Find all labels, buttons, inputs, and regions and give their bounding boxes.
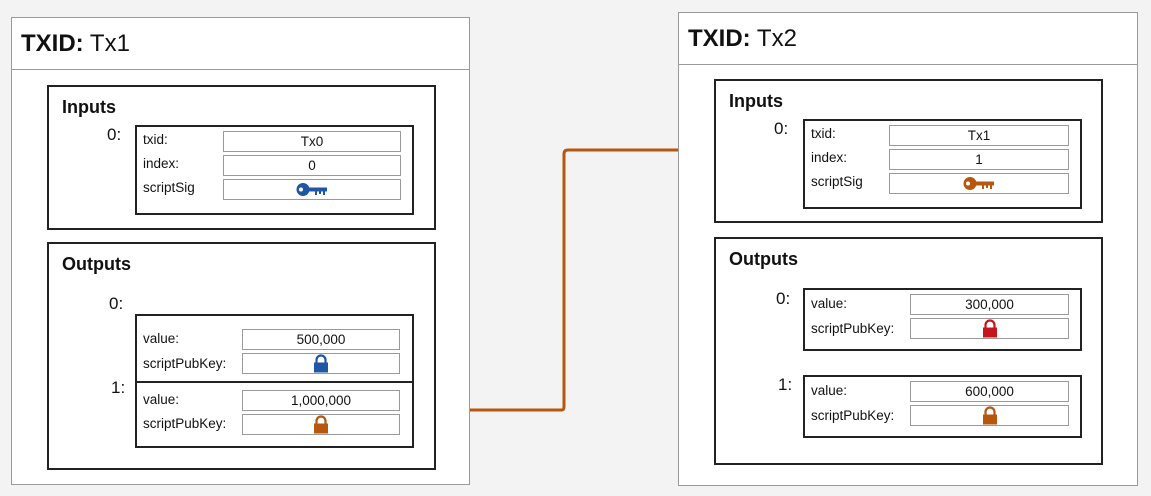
txid-field-label: txid: — [143, 132, 168, 147]
txid-value: Tx1 — [89, 30, 130, 57]
inputs-title: Inputs — [729, 91, 783, 111]
scriptpubkey-field-label: scriptPubKey: — [811, 321, 895, 336]
inputs-title: Inputs — [62, 97, 116, 117]
outputs-title: Outputs — [62, 254, 131, 274]
tx2-inputs-section: Inputs 0: txid: Tx1 index: 1 scriptSig — [714, 79, 1103, 223]
index-field-label: index: — [811, 150, 848, 165]
transaction-tx2: TXID: Tx2 Inputs 0: txid: Tx1 index: 1 s… — [678, 12, 1138, 486]
txid-field: Tx0 — [223, 131, 401, 152]
lock-icon — [314, 415, 328, 434]
output-0-scriptpubkey-field — [910, 318, 1069, 339]
input-0-card: txid: Tx1 index: 1 scriptSig — [803, 119, 1082, 209]
output-1-card: value: 600,000 scriptPubKey: — [803, 375, 1082, 438]
output-index-0: 0: — [109, 294, 124, 313]
tx1-header: TXID: Tx1 — [12, 18, 469, 70]
value-field-label: value: — [811, 383, 848, 398]
value-field-label: value: — [143, 331, 180, 346]
value-field-label: value: — [143, 392, 180, 407]
outputs-card: value: 500,000 scriptPubKey: value: 1,00… — [135, 314, 414, 448]
scriptpubkey-field-label: scriptPubKey: — [811, 408, 895, 423]
index-field: 1 — [889, 149, 1069, 170]
input-index-0: 0: — [774, 119, 789, 138]
index-field-label: index: — [143, 156, 180, 171]
scriptpubkey-field-label: scriptPubKey: — [143, 356, 227, 371]
output-0-value-field: 500,000 — [242, 329, 400, 350]
output-divider — [137, 381, 412, 383]
lock-icon — [982, 319, 997, 338]
output-1-value-field: 1,000,000 — [242, 390, 400, 411]
tx2-outputs-section: Outputs 0: value: 300,000 scriptPubKey: … — [714, 237, 1103, 465]
txid-label: TXID: — [688, 25, 751, 52]
txid-field: Tx1 — [889, 125, 1069, 146]
scriptsig-field — [223, 179, 401, 200]
txid-value: Tx2 — [756, 25, 797, 52]
tx2-header: TXID: Tx2 — [679, 13, 1137, 65]
output-1-scriptpubkey-field — [910, 405, 1069, 426]
txid-label: TXID: — [21, 30, 84, 57]
input-0-card: txid: Tx0 index: 0 scriptSig — [135, 125, 414, 215]
tx1-outputs-section: Outputs 0: 1: value: 500,000 scriptPubKe… — [47, 242, 436, 470]
lock-icon — [982, 406, 997, 425]
scriptsig-field — [889, 173, 1069, 194]
key-icon — [963, 177, 994, 190]
txid-field-label: txid: — [811, 126, 836, 141]
output-0-value-field: 300,000 — [910, 294, 1069, 315]
output-0-card: value: 300,000 scriptPubKey: — [803, 288, 1082, 351]
scriptsig-field-label: scriptSig — [143, 180, 195, 195]
output-index-1: 1: — [778, 375, 793, 394]
output-index-0: 0: — [776, 289, 791, 308]
lock-icon — [314, 354, 328, 373]
value-field-label: value: — [811, 296, 848, 311]
scriptsig-field-label: scriptSig — [811, 174, 863, 189]
transaction-tx1: TXID: Tx1 Inputs 0: txid: Tx0 index: 0 s… — [11, 17, 470, 485]
outputs-title: Outputs — [729, 249, 798, 269]
tx1-inputs-section: Inputs 0: txid: Tx0 index: 0 scriptSig — [47, 85, 436, 230]
input-index-0: 0: — [107, 125, 122, 144]
output-1-value-field: 600,000 — [910, 381, 1069, 402]
scriptpubkey-field-label: scriptPubKey: — [143, 416, 227, 431]
output-0-scriptpubkey-field — [242, 353, 400, 374]
key-icon — [296, 183, 327, 196]
output-1-scriptpubkey-field — [242, 414, 400, 435]
output-index-1: 1: — [111, 378, 126, 397]
index-field: 0 — [223, 155, 401, 176]
